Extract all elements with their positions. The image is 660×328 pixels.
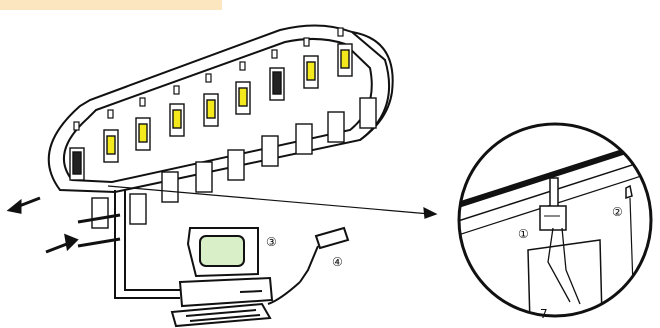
zoom-pointer xyxy=(107,185,438,219)
arrow-in-icon xyxy=(45,233,79,254)
monitor xyxy=(186,227,259,278)
top-row-carriers xyxy=(69,43,353,181)
system-unit xyxy=(178,276,274,308)
detail-view xyxy=(457,122,653,318)
arrow-out-icon xyxy=(6,196,41,214)
scanner xyxy=(267,226,350,305)
bottom-row-carriers xyxy=(91,97,377,229)
rail-hangers xyxy=(73,27,344,131)
callout-2: ② xyxy=(612,205,623,219)
cabling xyxy=(114,190,185,299)
callout-4: ④ xyxy=(332,255,343,269)
cabinet-label: 7 xyxy=(540,307,548,321)
callout-1: ① xyxy=(518,227,529,241)
flow-arrows xyxy=(6,196,79,254)
callout-3: ③ xyxy=(266,235,277,249)
keyboard xyxy=(170,302,272,328)
computer xyxy=(170,227,274,328)
header-band xyxy=(0,0,222,10)
lower-rails xyxy=(77,213,121,248)
